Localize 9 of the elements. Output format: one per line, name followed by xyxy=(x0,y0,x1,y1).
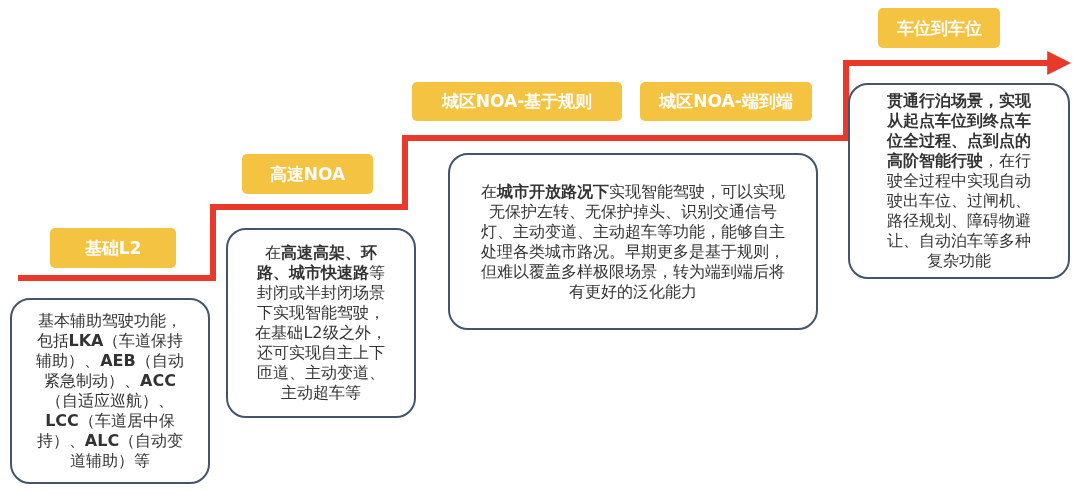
description-box: 在城市开放路况下实现智能驾驶，可以实现无保护左转、无保护掉头、识别交通信号灯、主动变道、主动超车等功能，能够自主处理各类城市路况。早期更多是基于规则，但难以覆盖多样极限场景，转为端到端后将有更好的泛化能力 xyxy=(448,153,818,330)
stage-label: 城区NOA-端到端 xyxy=(640,82,812,121)
description-box: 基本辅助驾驶功能，包括LKA（车道保持辅助）、AEB（自动紧急制动）、ACC（自适应巡航）、LCC（车道居中保持）、ALC（自动变道辅助）等 xyxy=(10,298,210,484)
stage-label: 基础L2 xyxy=(50,228,176,268)
description-box: 贯通行泊场景，实现从起点车位到终点车位全过程、点到点的高阶智能行驶，在行驶全过程中实现自动驶出车位、过闸机、路径规划、障碍物避让、自动泊车等多种复杂功能 xyxy=(848,83,1070,279)
stage-label: 城区NOA-基于规则 xyxy=(412,82,622,121)
description-box: 在高速高架、环路、城市快速路等封闭或半封闭场景下实现智能驾驶，在基础L2级之外，还可实现自主上下匝道、主动变道、主动超车等 xyxy=(226,228,416,418)
stage-label: 车位到车位 xyxy=(878,8,1000,48)
stage-label: 高速NOA xyxy=(242,154,373,194)
